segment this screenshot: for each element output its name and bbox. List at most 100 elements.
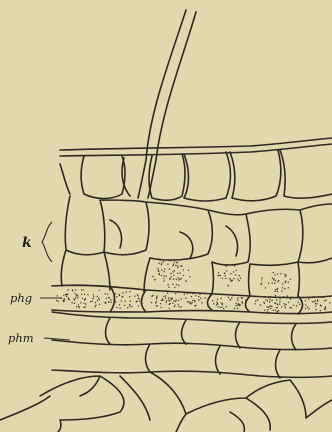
stipple-dot [171,299,172,300]
stipple-dot [325,300,326,301]
stipple-dot [78,307,79,308]
stipple-dot [164,275,165,276]
stipple-dot [56,300,57,301]
stipple-dot [237,298,238,299]
stipple-dot [317,301,318,302]
stipple-dot [83,307,84,308]
stipple-dot [284,288,285,289]
stipple-dot [161,269,162,270]
stipple-dot [222,304,223,305]
stipple-dot [254,303,255,304]
epidermis-cells [60,150,332,201]
stipple-dot [161,264,162,265]
stipple-dot [275,280,276,281]
stipple-dot [119,295,120,296]
stipple-dot [234,308,235,309]
stipple-dot [164,268,165,269]
stipple-dot [124,301,125,302]
k-brace [42,222,52,262]
stipple-dot [169,269,170,270]
stipple-dot [217,306,218,307]
stipple-dot [242,298,243,299]
stipple-dot [97,296,98,297]
stipple-dot [93,294,94,295]
stipple-dot [281,306,282,307]
stipple-dot [240,277,241,278]
stipple-dot [280,273,281,274]
stipple-dot [228,285,229,286]
stipple-dot [134,296,135,297]
cell-walls [0,10,332,432]
stipple-dot [77,295,78,296]
stipple-dot [237,278,238,279]
stipple-dot [299,304,300,305]
stipple-dot [119,307,120,308]
stipple-dot [176,279,177,280]
stipple-dot [288,302,289,303]
stipple-dot [151,296,152,297]
stipple-dot [315,303,316,304]
stipple-dot [186,281,187,282]
root-hair [138,10,196,198]
stipple-dot [168,297,169,298]
stipple-dot [235,270,236,271]
stipple-dot [274,274,275,275]
stipple-dot [156,301,157,302]
stipple-dot [124,305,125,306]
stipple-dot [138,295,139,296]
stipple-dot [305,304,306,305]
stipple-dot [198,299,199,300]
stipple-dot [162,298,163,299]
stipple-dot [178,306,179,307]
stipple-dot [285,282,286,283]
stipple-dot [85,306,86,307]
stipple-dot [285,307,286,308]
stipple-dot [67,294,68,295]
stipple-dot [223,308,224,309]
stipple-dot [290,298,291,299]
stipple-dot [172,303,173,304]
stipple-dot [138,305,139,306]
stipple-dot [127,307,128,308]
stipple-dot [95,302,96,303]
stipple-dot [230,273,231,274]
stipple-dot [156,296,157,297]
stipple-dot [273,279,274,280]
stipple-dot [165,295,166,296]
stipple-dot [268,283,269,284]
stipple-dot [74,303,75,304]
stipple-dot [172,284,173,285]
stipple-dot [226,306,227,307]
stipple-dot [226,270,227,271]
stipple-dot [238,280,239,281]
stipple-dot [276,299,277,300]
stipple-dot [65,294,66,295]
stipple-dot [92,301,93,302]
stipple-dot [187,301,188,302]
stipple-dot [169,279,170,280]
stipple-dot [261,277,262,278]
stipple-dot [275,289,276,290]
stipple-dot [136,301,137,302]
stipple-dot [178,279,179,280]
stipple-dot [189,276,190,277]
stipple-dot [278,310,279,311]
stipple-dot [176,299,177,300]
stipple-dot [305,308,306,309]
stipple-dot [63,298,64,299]
stipple-dot [261,279,262,280]
stipple-dot [174,305,175,306]
stipple-dot [293,305,294,306]
stipple-dot [188,270,189,271]
stipple-dot [228,297,229,298]
stipple-dot [284,276,285,277]
stipple-dot [239,304,240,305]
stipple-dot [255,300,256,301]
stipple-dot [99,299,100,300]
stipple-dot [164,271,165,272]
stipple-dot [163,296,164,297]
stipple-dot [122,292,123,293]
stipple-dot [235,303,236,304]
stipple-dot [121,300,122,301]
